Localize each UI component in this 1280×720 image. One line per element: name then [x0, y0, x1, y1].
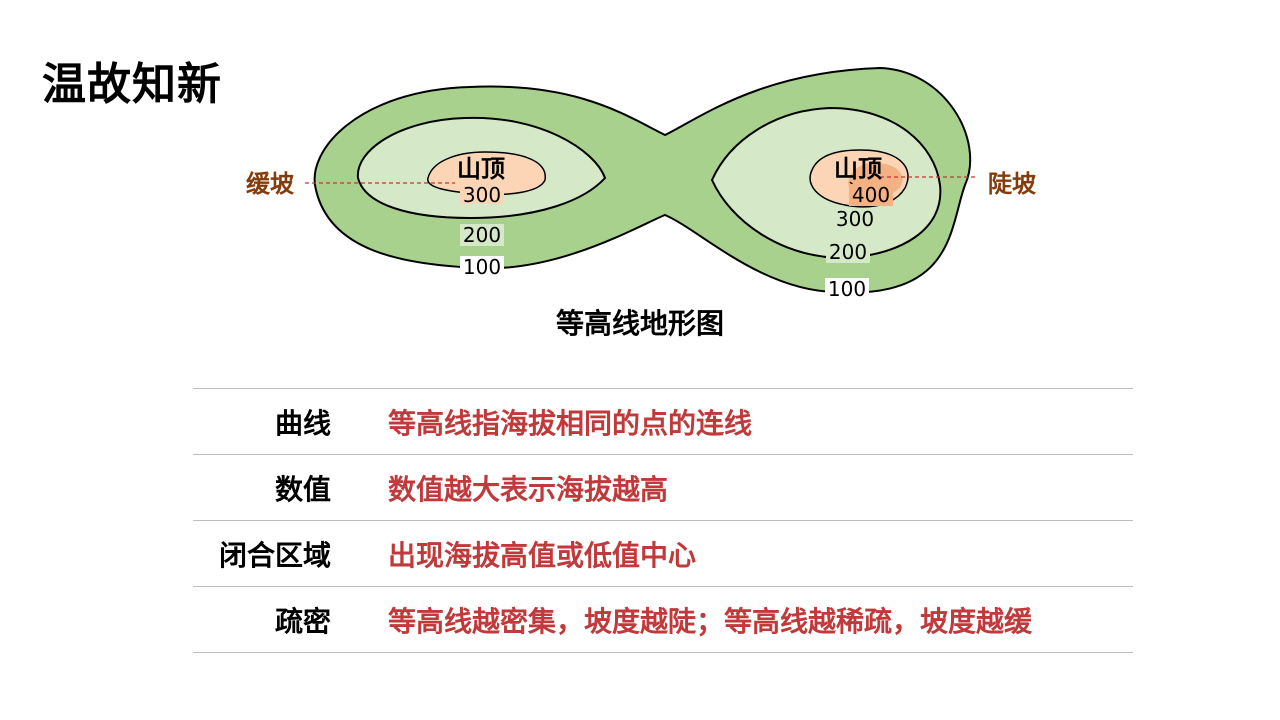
peak-label-right: 山顶	[834, 155, 882, 183]
slide-title: 温故知新	[42, 59, 222, 110]
term-value: 数值	[274, 472, 331, 506]
table-row: 闭合区域 出现海拔高值或低值中心	[193, 521, 1133, 587]
map-caption: 等高线地形图	[555, 307, 724, 340]
contour-label-right-200: 200	[829, 240, 867, 264]
contour-label-left-100: 100	[463, 255, 501, 279]
steep-slope-label: 陡坡	[988, 170, 1036, 198]
contour-label-right-300: 300	[836, 207, 874, 231]
contour-label-right-100: 100	[828, 277, 866, 301]
gentle-slope-label: 缓坡	[246, 170, 294, 198]
table-row: 曲线 等高线指海拔相同的点的连线	[193, 389, 1133, 455]
concept-table: 曲线 等高线指海拔相同的点的连线 数值 数值越大表示海拔越高 闭合区域 出现海拔…	[193, 388, 1133, 653]
peak-label-left: 山顶	[457, 155, 505, 183]
contour-label-left-200: 200	[463, 223, 501, 247]
table-row: 数值 数值越大表示海拔越高	[193, 455, 1133, 521]
desc-density: 等高线越密集，坡度越陡；等高线越稀疏，坡度越缓	[388, 604, 1033, 638]
term-closed-area: 闭合区域	[218, 538, 331, 572]
contour-label-left-300: 300	[463, 183, 501, 207]
term-curve: 曲线	[274, 406, 331, 440]
desc-curve: 等高线指海拔相同的点的连线	[388, 406, 753, 440]
table-row: 疏密 等高线越密集，坡度越陡；等高线越稀疏，坡度越缓	[193, 587, 1133, 653]
contour-label-right-400: 400	[852, 183, 890, 207]
term-density: 疏密	[274, 604, 331, 638]
contour-map: 山顶 山顶 300 200 100 400 300 200 100 缓坡 陡坡	[246, 66, 1036, 301]
desc-closed-area: 出现海拔高值或低值中心	[388, 538, 697, 572]
desc-value: 数值越大表示海拔越高	[388, 472, 669, 506]
